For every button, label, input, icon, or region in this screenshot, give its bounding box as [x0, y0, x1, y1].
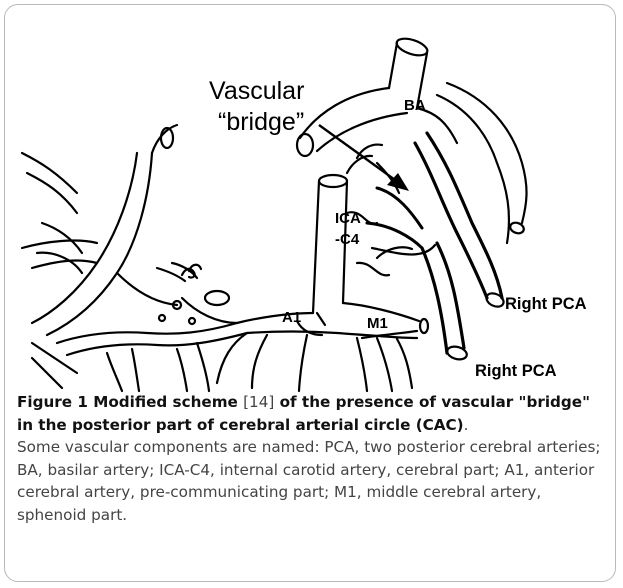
caption-title: Figure 1 Modified scheme [14] of the pre…	[17, 391, 609, 436]
right-pca-label-1: Right PCA	[505, 295, 587, 313]
right-pca-label-2: Right PCA	[475, 362, 557, 380]
bridge-label: “bridge”	[218, 108, 304, 136]
a1-label: A1	[282, 309, 301, 326]
vascular-scheme-drawing: Vascular “bridge” BA ICA -C4 A1 M1 Right…	[17, 13, 609, 395]
caption-period: .	[464, 416, 469, 434]
caption-figure-label: Figure 1	[17, 393, 88, 411]
caption-reference[interactable]: [14]	[243, 393, 274, 411]
c4-label: -C4	[335, 231, 360, 248]
caption-body: Some vascular components are named: PCA,…	[17, 436, 609, 526]
caption-title-part-a: Modified scheme	[88, 393, 243, 411]
bridge-arrow	[319, 125, 409, 191]
vascular-scheme-figure: Vascular “bridge” BA ICA -C4 A1 M1 Right…	[17, 13, 609, 395]
vascular-label: Vascular	[209, 77, 304, 105]
m1-label: M1	[367, 315, 388, 332]
figure-caption: Figure 1 Modified scheme [14] of the pre…	[17, 391, 609, 526]
figure-panel: Vascular “bridge” BA ICA -C4 A1 M1 Right…	[4, 4, 616, 582]
ba-label: BA	[404, 97, 426, 114]
ica-label: ICA	[335, 210, 361, 227]
